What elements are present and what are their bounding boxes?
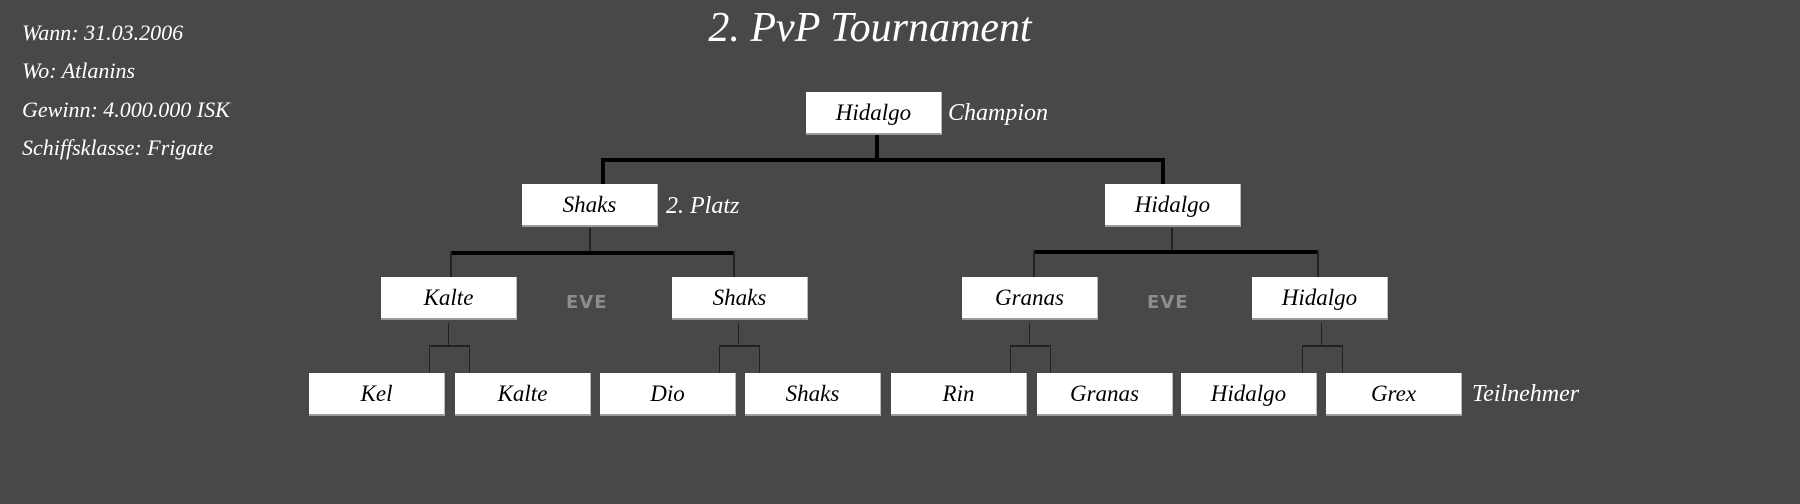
connector (448, 323, 449, 346)
connector (469, 345, 470, 373)
participant-box: Granas (1037, 373, 1173, 416)
connector (1342, 345, 1343, 373)
semifinal-box: Hidalgo (1105, 184, 1241, 227)
info-location: Wo: Atlanins (22, 58, 136, 83)
participants-label: Teilnehmer (1472, 381, 1580, 407)
connector (1033, 250, 1319, 254)
eve-logo: EVE (566, 292, 608, 313)
runner-up-label: 2. Platz (666, 193, 740, 219)
connector (450, 251, 735, 255)
connector (1302, 345, 1343, 347)
connector (1161, 158, 1165, 186)
semifinal-box: Shaks (522, 184, 658, 227)
connector (1171, 228, 1173, 253)
participant-box: Grex (1326, 373, 1462, 416)
connector (450, 251, 452, 278)
participant-box: Rin (891, 373, 1027, 416)
quarterfinal-box: Shaks (672, 277, 808, 320)
page-title: 2. PvP Tournament (708, 5, 1032, 51)
champion-box: Hidalgo (806, 92, 942, 135)
connector (719, 345, 720, 373)
participant-box: Dio (600, 373, 736, 416)
connector (738, 323, 739, 346)
quarterfinal-box: Granas (962, 277, 1098, 320)
info-date: Wann: 31.03.2006 (22, 20, 184, 45)
connector (875, 134, 879, 162)
connector (429, 345, 430, 373)
connector (1029, 323, 1030, 346)
participant-box: Kel (309, 373, 445, 416)
champion-label: Champion (948, 100, 1049, 126)
info-ship-class: Schiffsklasse: Frigate (22, 135, 214, 160)
connector (1010, 345, 1051, 347)
connector (1302, 345, 1303, 373)
connector (1317, 250, 1319, 278)
connector (1050, 345, 1051, 373)
connector (1321, 323, 1322, 346)
quarterfinal-box: Hidalgo (1252, 277, 1388, 320)
participant-box: Hidalgo (1181, 373, 1317, 416)
connector (733, 251, 735, 278)
connector (759, 345, 760, 373)
connector (1033, 250, 1035, 278)
quarterfinal-box: Kalte (381, 277, 517, 320)
participant-box: Kalte (455, 373, 591, 416)
connector (719, 345, 760, 347)
connector (589, 228, 591, 253)
eve-logo: EVE (1147, 292, 1189, 313)
connector (601, 158, 605, 186)
info-prize: Gewinn: 4.000.000 ISK (22, 97, 230, 122)
participant-box: Shaks (745, 373, 881, 416)
connector (601, 158, 1165, 162)
connector (429, 345, 470, 347)
connector (1010, 345, 1011, 373)
